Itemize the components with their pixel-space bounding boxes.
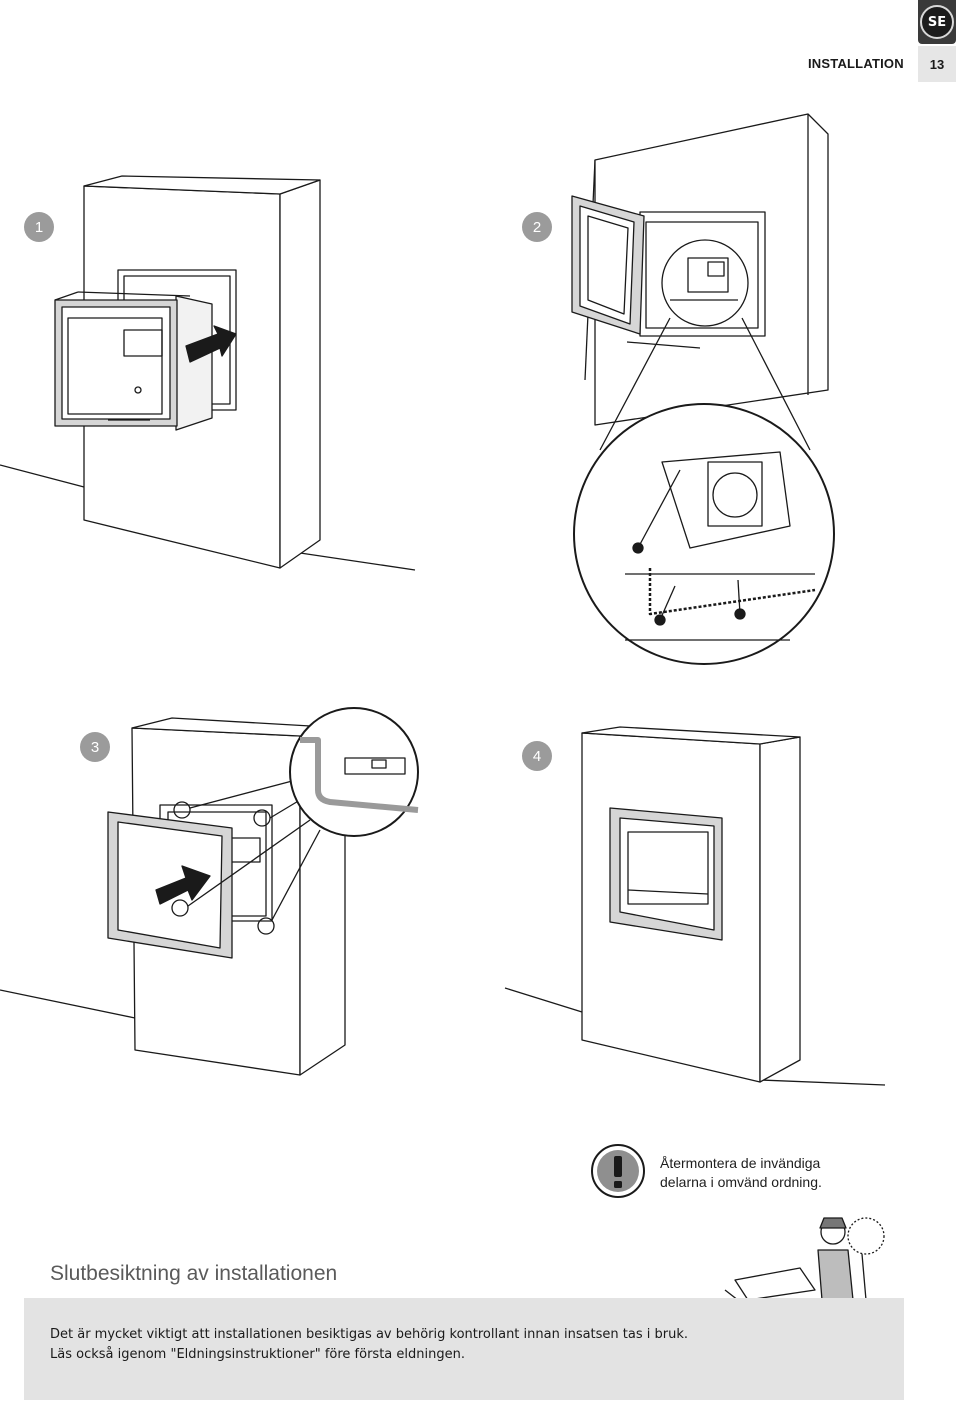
notice-line: Återmontera de invändiga — [660, 1155, 821, 1171]
info-paragraph: Det är mycket viktigt att installationen… — [50, 1325, 688, 1365]
step-badge-2: 2 — [522, 212, 552, 242]
step-badge-4: 4 — [522, 741, 552, 771]
step-badge-3: 3 — [80, 732, 110, 762]
section-heading: Slutbesiktning av installationen — [50, 1262, 338, 1285]
figure-2-remove-door — [571, 113, 829, 426]
step-badge-1: 1 — [24, 212, 54, 242]
info-band — [24, 1298, 904, 1400]
notice-text: Återmontera de invändiga delarna i omvän… — [660, 1154, 822, 1192]
language-badge: SE — [920, 5, 954, 39]
info-line: Läs också igenom "Eldningsinstruktioner"… — [50, 1347, 465, 1362]
notice-line: delarna i omvänd ordning. — [660, 1174, 822, 1190]
figure-3-mount-frame — [0, 707, 419, 1076]
detail-zoom-circle — [573, 317, 835, 665]
exclamation-icon — [591, 1144, 645, 1198]
figure-1-insert-into-wall — [0, 175, 416, 571]
page-number: 13 — [918, 46, 956, 82]
info-line: Det är mycket viktigt att installationen… — [50, 1327, 689, 1342]
figure-4-finished — [504, 726, 886, 1086]
language-tab: SE — [918, 0, 956, 44]
section-title: INSTALLATION — [808, 56, 904, 71]
